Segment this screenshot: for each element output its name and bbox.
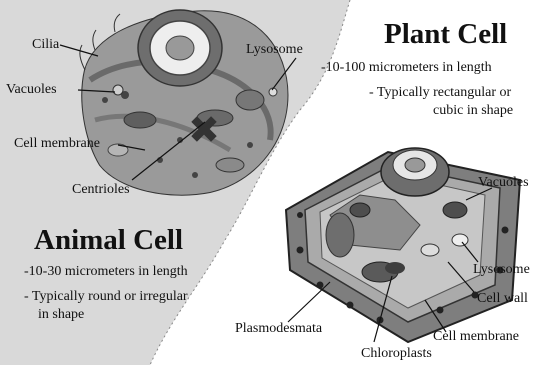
label-plasmodesmata: Plasmodesmata [235,322,322,336]
animal-cell-size: -10-30 micrometers in length [24,265,188,279]
label-animal-lysosome: Lysosome [246,43,303,57]
animal-cell-shape-cont: in shape [38,308,84,322]
plant-cell-shape-cont: cubic in shape [433,104,513,118]
label-plant-lysosome: Lysosome [473,263,530,277]
label-chloroplasts: Chloroplasts [361,347,432,361]
plant-cell-shape: - Typically rectangular or [369,86,511,100]
animal-cell-title: Animal Cell [34,226,183,255]
label-cilia: Cilia [32,38,59,52]
label-centrioles: Centrioles [72,183,130,197]
label-animal-cell-membrane: Cell membrane [14,137,100,151]
plant-cell-title: Plant Cell [384,20,507,49]
leader-plasmodesmata [288,282,330,322]
label-animal-vacuoles: Vacuoles [6,83,57,97]
plant-cell-size: -10-100 micrometers in length [321,61,492,75]
label-plant-vacuoles: Vacuoles [478,176,529,190]
label-cell-wall: Cell wall [477,292,528,306]
label-plant-cell-membrane: Cell membrane [433,330,519,344]
animal-cell-shape: - Typically round or irregular [24,290,188,304]
